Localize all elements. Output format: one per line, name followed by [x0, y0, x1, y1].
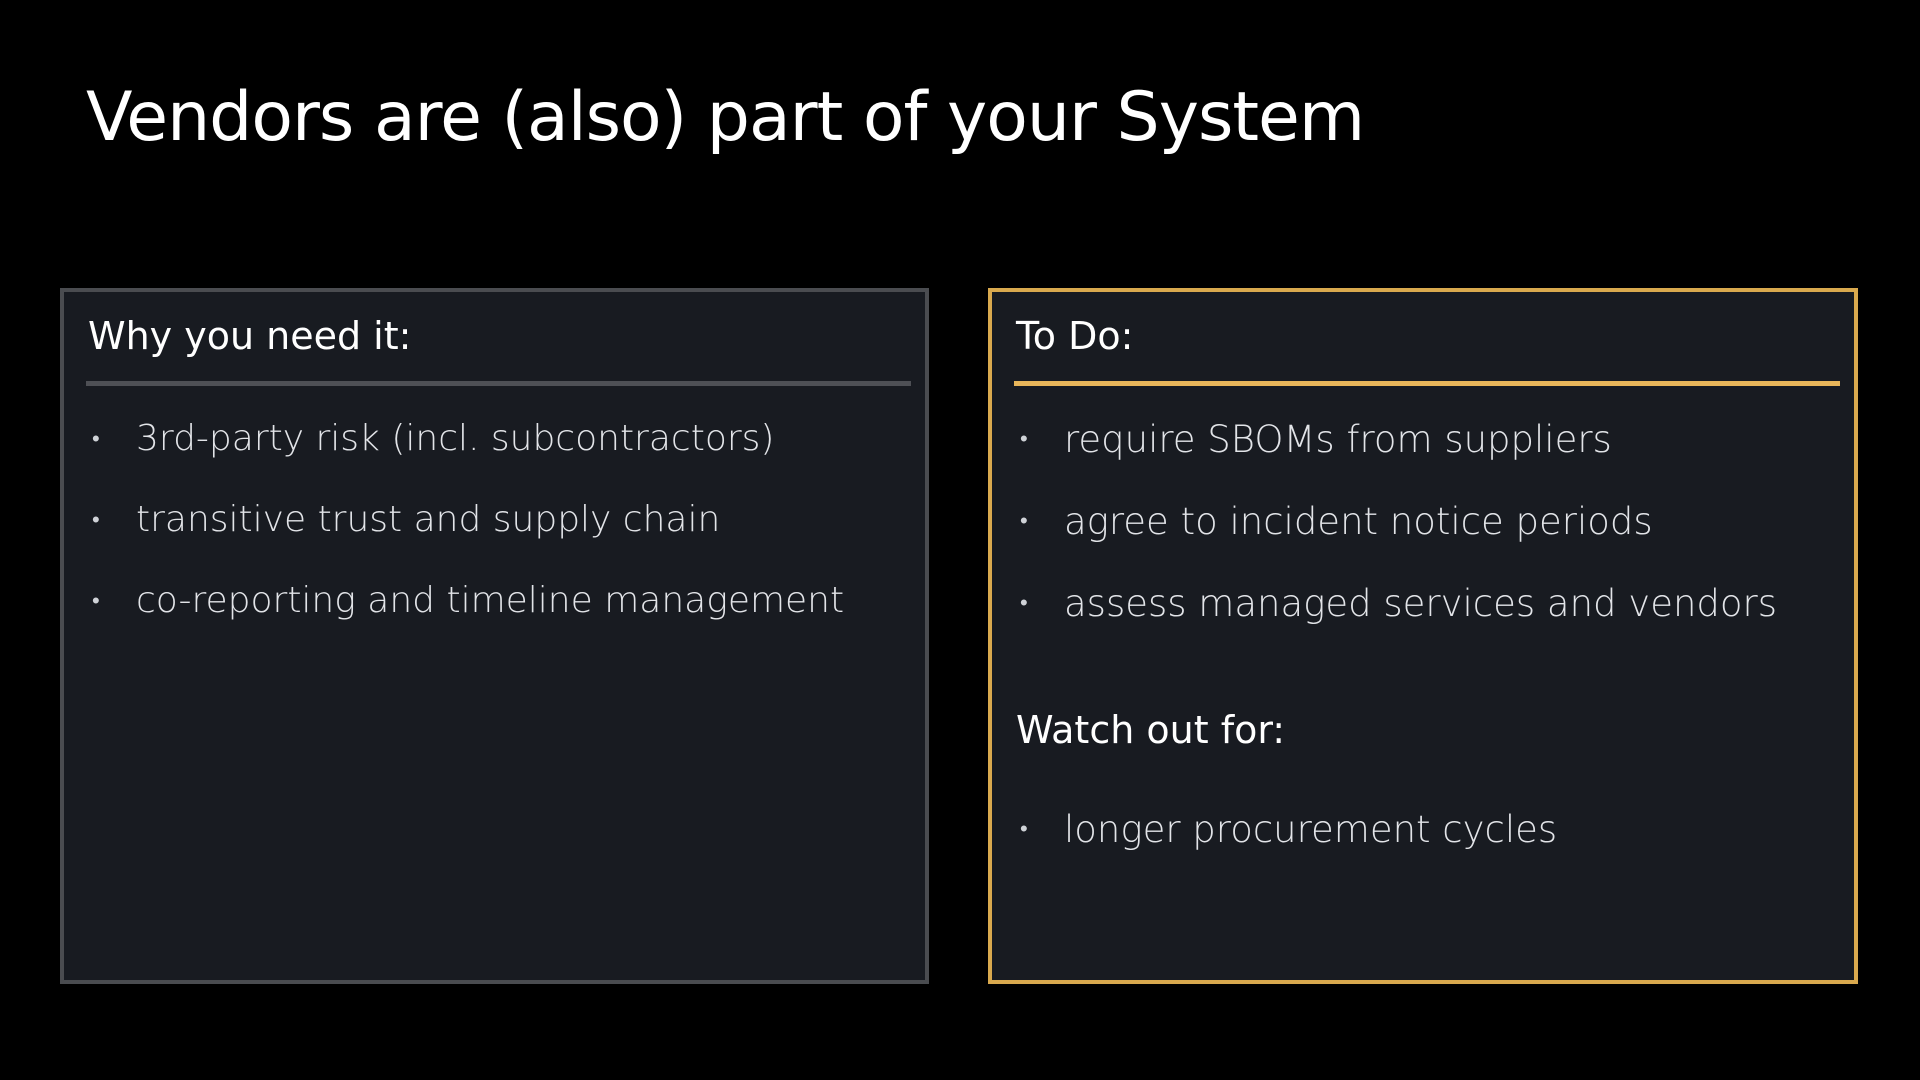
watch-heading: Watch out for:	[1016, 708, 1286, 752]
list-item: • assess managed services and vendors	[1020, 562, 1777, 644]
why-panel: Why you need it: • 3rd-party risk (incl.…	[60, 288, 929, 984]
list-item-text: transitive trust and supply chain	[136, 499, 721, 540]
todo-list: • require SBOMs from suppliers • agree t…	[1020, 398, 1777, 644]
list-item: • longer procurement cycles	[1020, 788, 1557, 870]
list-item: • 3rd-party risk (incl. subcontractors)	[92, 398, 844, 479]
watch-list: • longer procurement cycles	[1020, 788, 1557, 870]
bullet-icon: •	[92, 588, 100, 614]
list-item-text: agree to incident notice periods	[1064, 499, 1653, 543]
list-item-text: 3rd-party risk (incl. subcontractors)	[136, 418, 775, 459]
list-item: • agree to incident notice periods	[1020, 480, 1777, 562]
todo-divider	[1014, 381, 1840, 386]
list-item: • transitive trust and supply chain	[92, 479, 844, 560]
list-item: • require SBOMs from suppliers	[1020, 398, 1777, 480]
list-item-text: longer procurement cycles	[1064, 807, 1558, 851]
bullet-icon: •	[92, 426, 100, 452]
list-item: • co-reporting and timeline management	[92, 560, 844, 641]
bullet-icon: •	[1020, 427, 1028, 452]
bullet-icon: •	[1020, 817, 1028, 842]
bullet-icon: •	[1020, 509, 1028, 534]
list-item-text: co-reporting and timeline management	[136, 580, 845, 621]
bullet-icon: •	[1020, 591, 1028, 616]
why-divider	[86, 381, 911, 386]
todo-panel: To Do: • require SBOMs from suppliers • …	[988, 288, 1858, 984]
slide-title: Vendors are (also) part of your System	[86, 78, 1365, 157]
why-list: • 3rd-party risk (incl. subcontractors) …	[92, 398, 844, 641]
todo-heading: To Do:	[1016, 314, 1134, 358]
list-item-text: require SBOMs from suppliers	[1064, 417, 1612, 461]
bullet-icon: •	[92, 507, 100, 533]
list-item-text: assess managed services and vendors	[1064, 581, 1778, 625]
why-heading: Why you need it:	[88, 314, 412, 358]
